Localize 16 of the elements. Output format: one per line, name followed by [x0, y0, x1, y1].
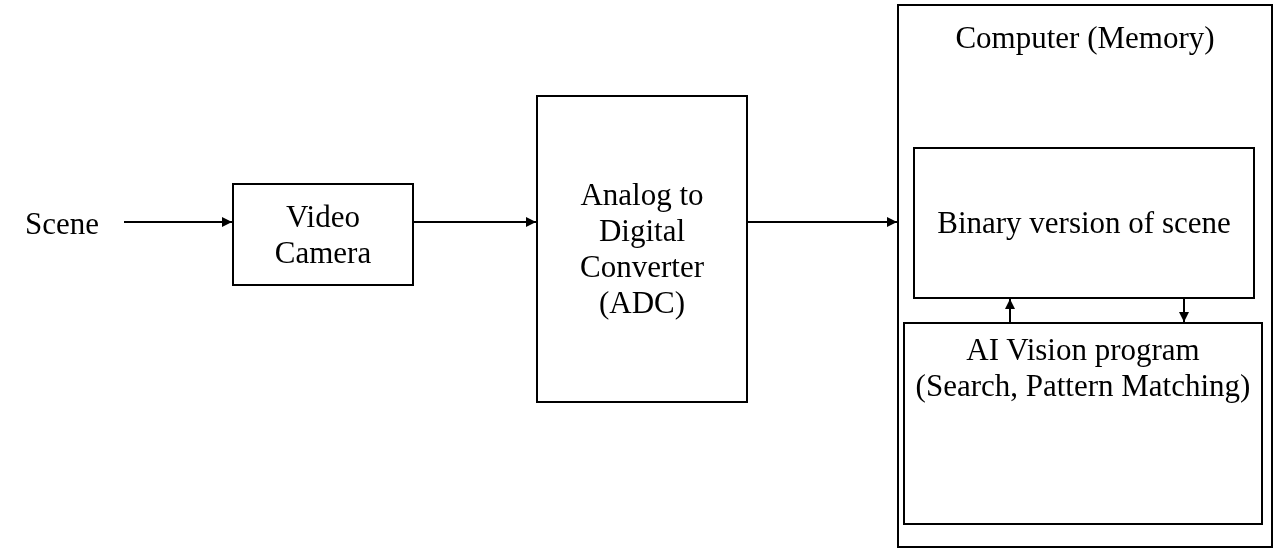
arrow — [1179, 298, 1189, 323]
process-box — [536, 95, 748, 403]
arrow — [747, 217, 898, 227]
box-label: Analog to Digital Converter (ADC) — [579, 177, 705, 321]
arrow — [1005, 298, 1015, 323]
arrow — [413, 217, 537, 227]
process-box — [903, 322, 1263, 525]
box-label: Video Camera — [273, 198, 373, 271]
process-box — [897, 4, 1273, 548]
arrow — [123, 217, 233, 227]
process-box — [913, 147, 1255, 299]
box-label: Binary version of scene — [936, 205, 1232, 241]
input-label: Scene — [25, 206, 99, 242]
box-label: AI Vision program (Search, Pattern Matching) — [914, 332, 1252, 404]
process-box — [232, 183, 414, 286]
box-label: Computer (Memory) — [954, 20, 1216, 56]
